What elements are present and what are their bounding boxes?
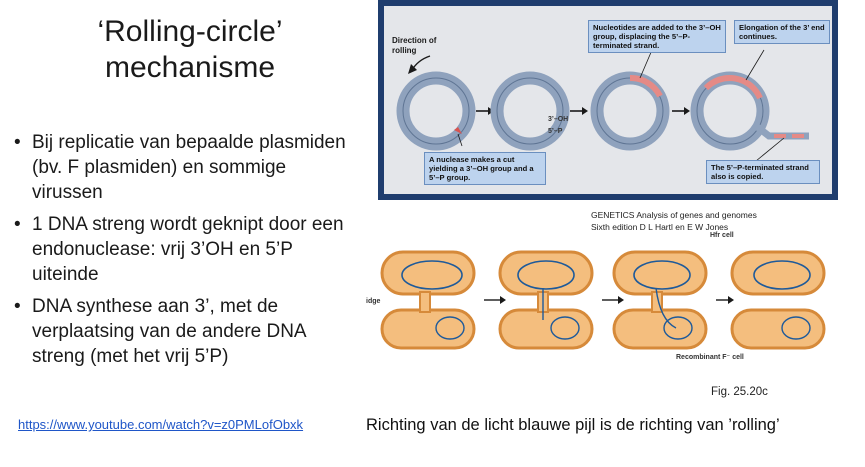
- ring-1-edge: [402, 77, 470, 145]
- bullet-dot-icon: •: [14, 132, 21, 153]
- nucleotides-note: Nucleotides are added to the 3’–OH group…: [588, 20, 726, 53]
- direction-arrowhead-icon: [408, 64, 417, 74]
- new-strand-3: [629, 74, 663, 98]
- nuclease-note: A nuclease makes a cut yielding a 3’–OH …: [424, 152, 546, 185]
- title-line-1: ‘Rolling-circle’: [97, 15, 283, 48]
- direction-label: Direction of rolling: [392, 36, 437, 55]
- bullet-list: • Bij replicatie van bepaalde plasmiden (…: [12, 130, 362, 376]
- bullet-dot-icon: •: [14, 214, 21, 235]
- conjugation-step-4: [730, 250, 826, 350]
- rolling-circle-figure: Direction of rolling Nucleotides are add…: [378, 0, 838, 200]
- hfr-label: Hfr cell: [710, 232, 734, 239]
- bullet-text: 1 DNA streng wordt geknipt door een endo…: [32, 214, 344, 285]
- figure-label: Fig. 25.20c: [711, 386, 768, 398]
- step-arrow-icon: [728, 296, 734, 304]
- bullet-item: • Bij replicatie van bepaalde plasmiden (…: [12, 130, 362, 205]
- bullet-dot-icon: •: [14, 296, 21, 317]
- conjugation-diagram: [380, 250, 826, 350]
- rolling-circle-diagram: [396, 49, 809, 162]
- step-arrow-icon: [684, 107, 690, 115]
- elongation-note: Elongation of the 3’ end continues.: [734, 20, 830, 44]
- bridge-label: idge: [366, 298, 381, 305]
- figure-credits: GENETICS Analysis of genes and genomes S…: [591, 209, 757, 233]
- bullet-item: • 1 DNA streng wordt geknipt door een end…: [12, 212, 362, 287]
- bullet-text: Bij replicatie van bepaalde plasmiden (b…: [32, 132, 346, 203]
- credits-line-2: Sixth edition D L Hartl en E W Jones: [591, 222, 729, 232]
- figure-panel: Direction of rolling Nucleotides are add…: [384, 6, 832, 194]
- copied-note: The 5’–P-terminated strand also is copie…: [706, 160, 820, 184]
- bullet-item: • DNA synthese aan 3’, met de verplaatsin…: [12, 294, 362, 369]
- new-strand-4: [703, 75, 763, 100]
- credits-line-1: GENETICS Analysis of genes and genomes: [591, 210, 757, 220]
- youtube-link[interactable]: https://www.youtube.com/watch?v=z0PMLofO…: [18, 417, 304, 432]
- rolling-caption: Richting van de licht blauwe pijl is de …: [366, 416, 780, 434]
- title-line-2: mechanisme: [104, 51, 276, 84]
- conjugation-step-3: [612, 250, 708, 350]
- conjugation-step-1: [380, 250, 476, 350]
- recombinant-label: Recombinant F⁻ cell: [676, 354, 744, 361]
- nuclease-cut-icon: [454, 127, 462, 134]
- step-arrow-icon: [618, 296, 624, 304]
- conjugation-step-2: [498, 250, 594, 350]
- step-arrow-icon: [582, 107, 588, 115]
- slide-title: ‘Rolling-circle’ mechanisme: [50, 14, 330, 86]
- step-arrow-icon: [500, 296, 506, 304]
- bullet-text: DNA synthese aan 3’, met de verplaatsing…: [32, 296, 306, 367]
- p-label: 5’–P: [548, 128, 563, 135]
- oh-label: 3’–OH: [548, 116, 569, 123]
